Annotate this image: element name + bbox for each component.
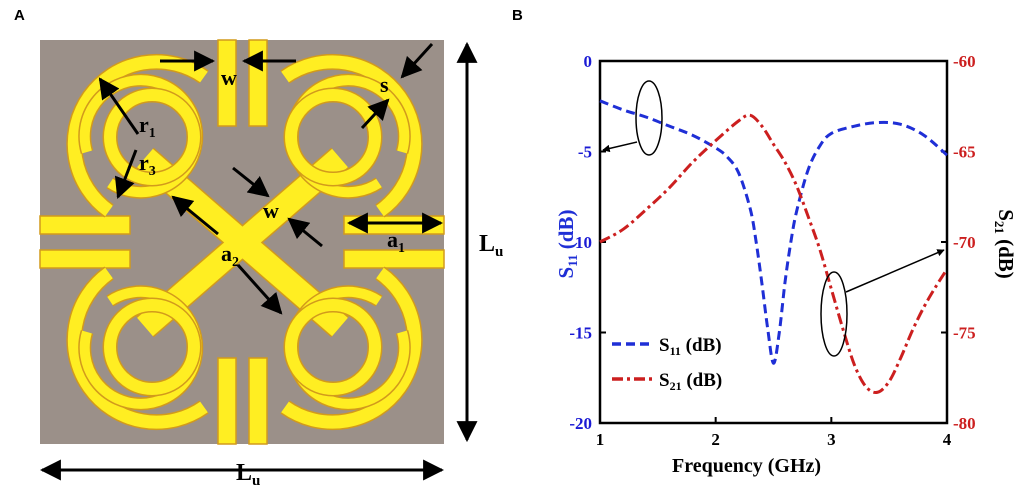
stub-top-right [248,39,268,127]
y-left-tick-label: 0 [584,52,593,71]
lu-right-label: Lu [479,231,503,260]
y-left-ticks: 0 -5 10 -15 -20 [569,52,606,433]
x-ticks: 1 2 3 4 [596,417,952,449]
panel-b-letter: B [512,7,523,24]
s-label: s [380,72,389,97]
w-mid-arrow-lower [287,217,323,248]
legend-s21-label: S21 (dB) [659,370,722,393]
r1-arrow [98,77,140,135]
panel-a-letter: A [14,7,25,24]
r3-label: r3 [139,150,156,179]
metamaterial-unit-cell [39,39,445,445]
resonator-bottom-left [66,266,209,431]
x-tick-label: 3 [827,430,836,449]
y-right-tick-label: -60 [953,52,976,71]
y-left-tick-label: -15 [569,324,592,343]
stub-right-bottom [343,249,445,269]
y-right-axis-title: S21 (dB) [992,209,1018,279]
y-left-axis-title: S11 (dB) [554,210,580,279]
stub-left-bottom [39,249,131,269]
legend-s11-label: S11 (dB) [659,335,722,358]
x-tick-label: 1 [596,430,605,449]
stub-top-left [217,39,237,127]
stub-left-top [39,215,131,235]
stub-bottom-right [248,357,268,445]
y-right-ticks: -60 -65 -70 -75 -80 [941,52,976,433]
s-arrow-outer [400,42,434,79]
a2-label: a2 [221,241,239,270]
w-mid-label: w [263,198,279,223]
legend: S11 (dB) S21 (dB) [612,335,722,393]
stub-bottom-left [217,357,237,445]
y-left-tick-label: -5 [578,143,592,162]
s21-series-line [599,113,949,394]
resonator-bottom-right [280,266,423,431]
a1-label: a1 [387,227,405,256]
w-mid-arrow-upper [232,166,270,198]
r1-label: r1 [139,112,156,141]
resonator-top-right [280,53,423,218]
s11-annotation-ellipse [635,80,663,156]
y-right-tick-label: -75 [953,324,976,343]
y-right-tick-label: -65 [953,143,976,162]
r3-arrow [114,149,138,199]
s11-series-line [599,99,948,365]
x-axis-title: Frequency (GHz) [672,455,821,477]
y-right-tick-label: -70 [953,233,976,252]
s21-annotation-leader [845,249,945,293]
plot-frame [598,59,949,425]
series-layer [599,99,949,394]
s-arrow-inner [360,98,390,130]
y-left-tick-label: -20 [569,414,592,433]
s11-annotation-leader [602,141,638,153]
dimension-labels: w s r1 r3 w a1 a2 Lu Lu [139,65,503,489]
s21-annotation-ellipse [820,271,848,357]
x-tick-label: 4 [943,430,952,449]
x-tick-label: 2 [711,430,720,449]
y-left-tick-label: 10 [575,233,592,252]
lu-bottom-label: Lu [236,460,260,489]
s-parameter-chart: 0 -5 10 -15 -20 -60 -65 -70 -75 -80 1 2 3 4 S11 (dB… [554,52,1018,477]
y-right-tick-label: -80 [953,414,976,433]
a2-arrow-lower [236,263,283,315]
resonator-top-left [66,53,209,218]
a2-arrow-upper [171,195,219,236]
dimension-arrows [39,41,478,481]
w-top-label: w [221,65,237,90]
